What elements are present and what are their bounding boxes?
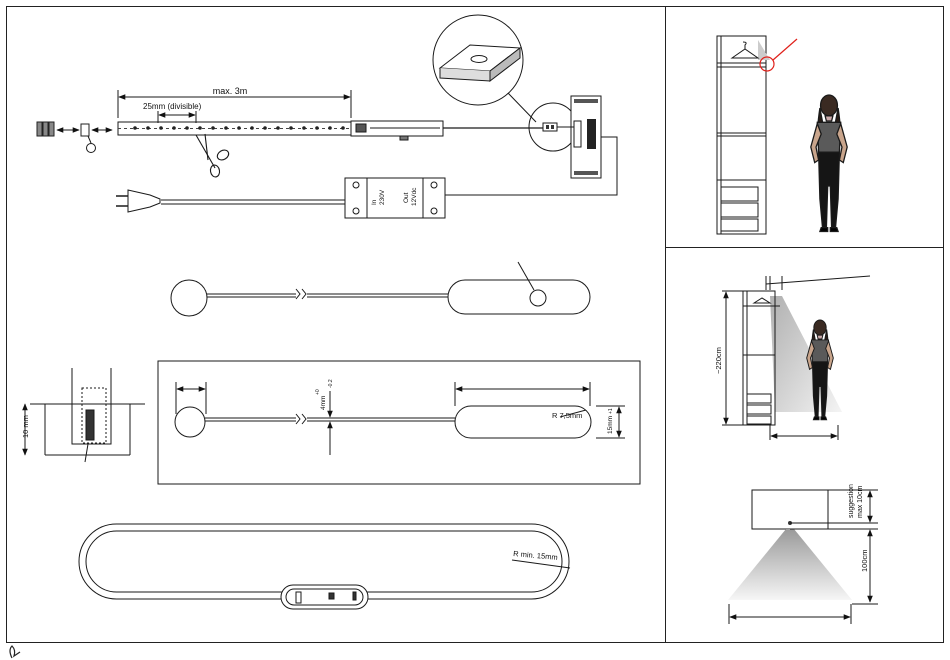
segment-label: 25mm (divisible) [143, 102, 202, 111]
wardrobe-height-label: ~220cm [714, 347, 723, 374]
profile-depth-tol-plus: +0 [315, 389, 321, 395]
profile-top-view [171, 262, 590, 316]
driver-out-voltage: 12Vdc [411, 187, 418, 206]
max-length-label: max. 3m [213, 86, 248, 96]
scissors-icon [196, 134, 230, 178]
mount-suggestion-line1: suggestion [848, 484, 855, 518]
loop-min-radius-label: R min. 15mm [513, 549, 558, 562]
profile-radius-label: R 7,5mm [552, 411, 582, 420]
mount-suggestion-line2: max 10cm [857, 486, 864, 518]
installation-overview: max. 3m 25mm (divisible) [37, 15, 617, 218]
closed-loop-view: R min. 15mm [79, 524, 570, 609]
standing-woman-figure [811, 95, 847, 232]
distributor-box [443, 96, 617, 195]
driver-out-label: Out [403, 192, 410, 203]
logo-mark [10, 646, 20, 658]
driver-in-voltage: 230V [379, 189, 386, 205]
wardrobe-side-view: ~220cm [714, 276, 870, 440]
driver-in-label: In [371, 199, 378, 205]
wardrobe-front-view [717, 36, 847, 234]
zoom-detail [433, 15, 577, 151]
profile-height-label: 15mm [607, 416, 614, 434]
dimension-segment: 25mm (divisible) [143, 102, 202, 123]
profile-dimension-box: 4mm +0 -0.2 R 7,5mm 15mm +1 [158, 361, 640, 484]
cut-section-detail: 10 mm [21, 368, 145, 462]
end-connectors [37, 122, 112, 153]
led-strip [118, 121, 543, 140]
callout-circle [87, 144, 96, 153]
profile-height-tol: +1 [608, 408, 614, 414]
cut-thickness-label: 10 mm [21, 415, 30, 438]
driver-unit: In 230V Out 12Vdc [161, 178, 445, 218]
mounting-distance-view: suggestion max 10cm 100cm [728, 484, 878, 624]
mount-distance-label: 100cm [860, 549, 869, 572]
profile-depth-tol-minus: -0.2 [328, 379, 334, 388]
profile-depth-label: 4mm [320, 396, 327, 410]
power-plug-icon [116, 190, 160, 212]
